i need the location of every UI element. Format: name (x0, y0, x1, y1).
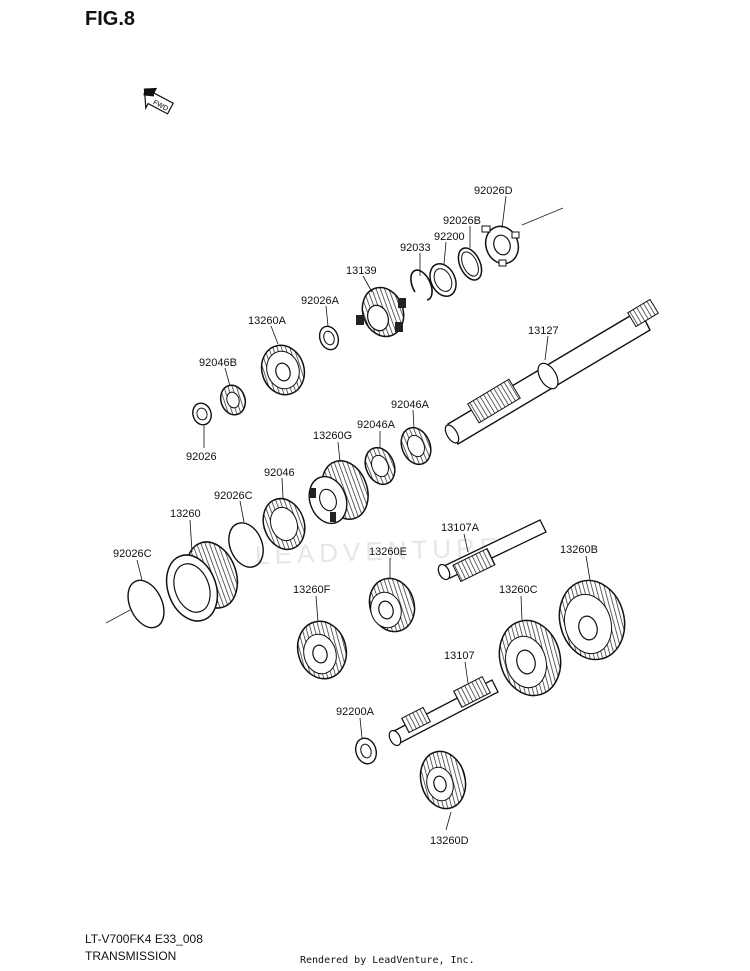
washer-92026a (318, 325, 340, 351)
label-92026d[interactable]: 92026D (474, 185, 513, 197)
label-92033[interactable]: 92033 (400, 242, 431, 254)
label-92200[interactable]: 92200 (434, 231, 465, 243)
gear-13260f (296, 620, 348, 680)
label-13260[interactable]: 13260 (170, 508, 201, 520)
label-13127[interactable]: 13127 (528, 325, 559, 337)
model-code: LT-V700FK4 E33_008 (85, 932, 203, 946)
label-13260e[interactable]: 13260E (369, 546, 407, 558)
shaft-13127 (444, 298, 659, 445)
washer-92200 (429, 263, 457, 297)
washer-92026 (192, 402, 212, 426)
label-92046[interactable]: 92046 (264, 467, 295, 479)
label-13107[interactable]: 13107 (444, 650, 475, 662)
label-92046b[interactable]: 92046B (199, 357, 237, 369)
gear-13260d (419, 750, 467, 810)
label-13139[interactable]: 13139 (346, 265, 377, 277)
label-13260d[interactable]: 13260D (430, 835, 469, 847)
label-92026a[interactable]: 92026A (301, 295, 340, 307)
label-92026[interactable]: 92026 (186, 451, 217, 463)
circlip-92033 (410, 269, 433, 301)
gear-13260e (368, 577, 416, 633)
label-13260b[interactable]: 13260B (560, 544, 598, 556)
label-13260c[interactable]: 13260C (499, 584, 538, 596)
axis-lines (105, 207, 564, 624)
credit-text: Rendered by LeadVenture, Inc. (300, 955, 475, 966)
gear-13260g (308, 460, 369, 525)
shaft-13107a (437, 519, 547, 583)
section-name: TRANSMISSION (85, 949, 177, 963)
label-92026b[interactable]: 92026B (443, 215, 481, 227)
fwd-arrow-icon: FWD (143, 87, 174, 115)
washer-92026d (481, 225, 520, 267)
leader-lines (136, 195, 591, 831)
label-92046a-1[interactable]: 92046A (391, 399, 430, 411)
washer-92026b (457, 247, 483, 281)
label-13260g[interactable]: 13260G (313, 430, 352, 442)
part-labels: 92026D 92026B 92200 92033 13139 92026A 1… (113, 185, 598, 847)
label-92200a[interactable]: 92200A (336, 706, 375, 718)
ring-92026c-1 (228, 522, 264, 568)
label-92026c-2[interactable]: 92026C (113, 548, 152, 560)
gear-13139 (356, 286, 406, 338)
gear-13260c (498, 619, 562, 697)
label-13107a[interactable]: 13107A (441, 522, 480, 534)
label-92046a-2[interactable]: 92046A (357, 419, 396, 431)
ring-92026c-2 (127, 579, 165, 629)
label-92026c-1[interactable]: 92026C (214, 490, 253, 502)
label-13260a[interactable]: 13260A (248, 315, 287, 327)
shaft-13107 (388, 676, 499, 747)
label-13260f[interactable]: 13260F (293, 584, 331, 596)
gear-13260 (165, 541, 239, 622)
washer-92200a (354, 737, 378, 765)
gear-13260b (558, 579, 626, 661)
bearing-92046a-1 (400, 426, 432, 466)
bearing-92046b (219, 384, 247, 416)
figure-title: FIG.8 (85, 8, 136, 30)
bearing-92046a-2 (364, 446, 396, 486)
gear-13260a (260, 344, 306, 396)
bearing-92046 (262, 497, 306, 551)
